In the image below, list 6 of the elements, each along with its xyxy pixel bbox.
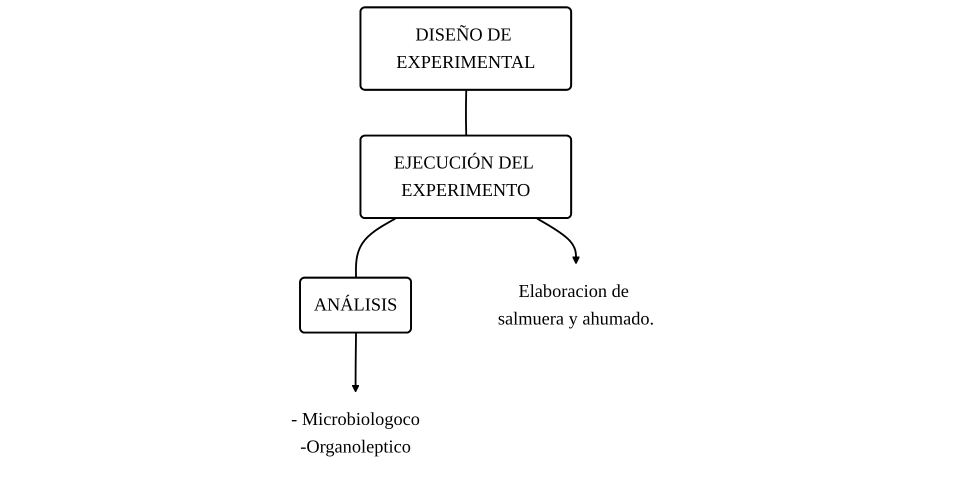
arrow (536, 218, 580, 264)
arrow (351, 333, 360, 393)
node-text: Elaboracion de salmuera y ahumado. (497, 281, 654, 329)
node-text: - Microbiologoco -Organoleptico (290, 410, 420, 458)
connector (354, 218, 396, 278)
connector (464, 90, 467, 136)
